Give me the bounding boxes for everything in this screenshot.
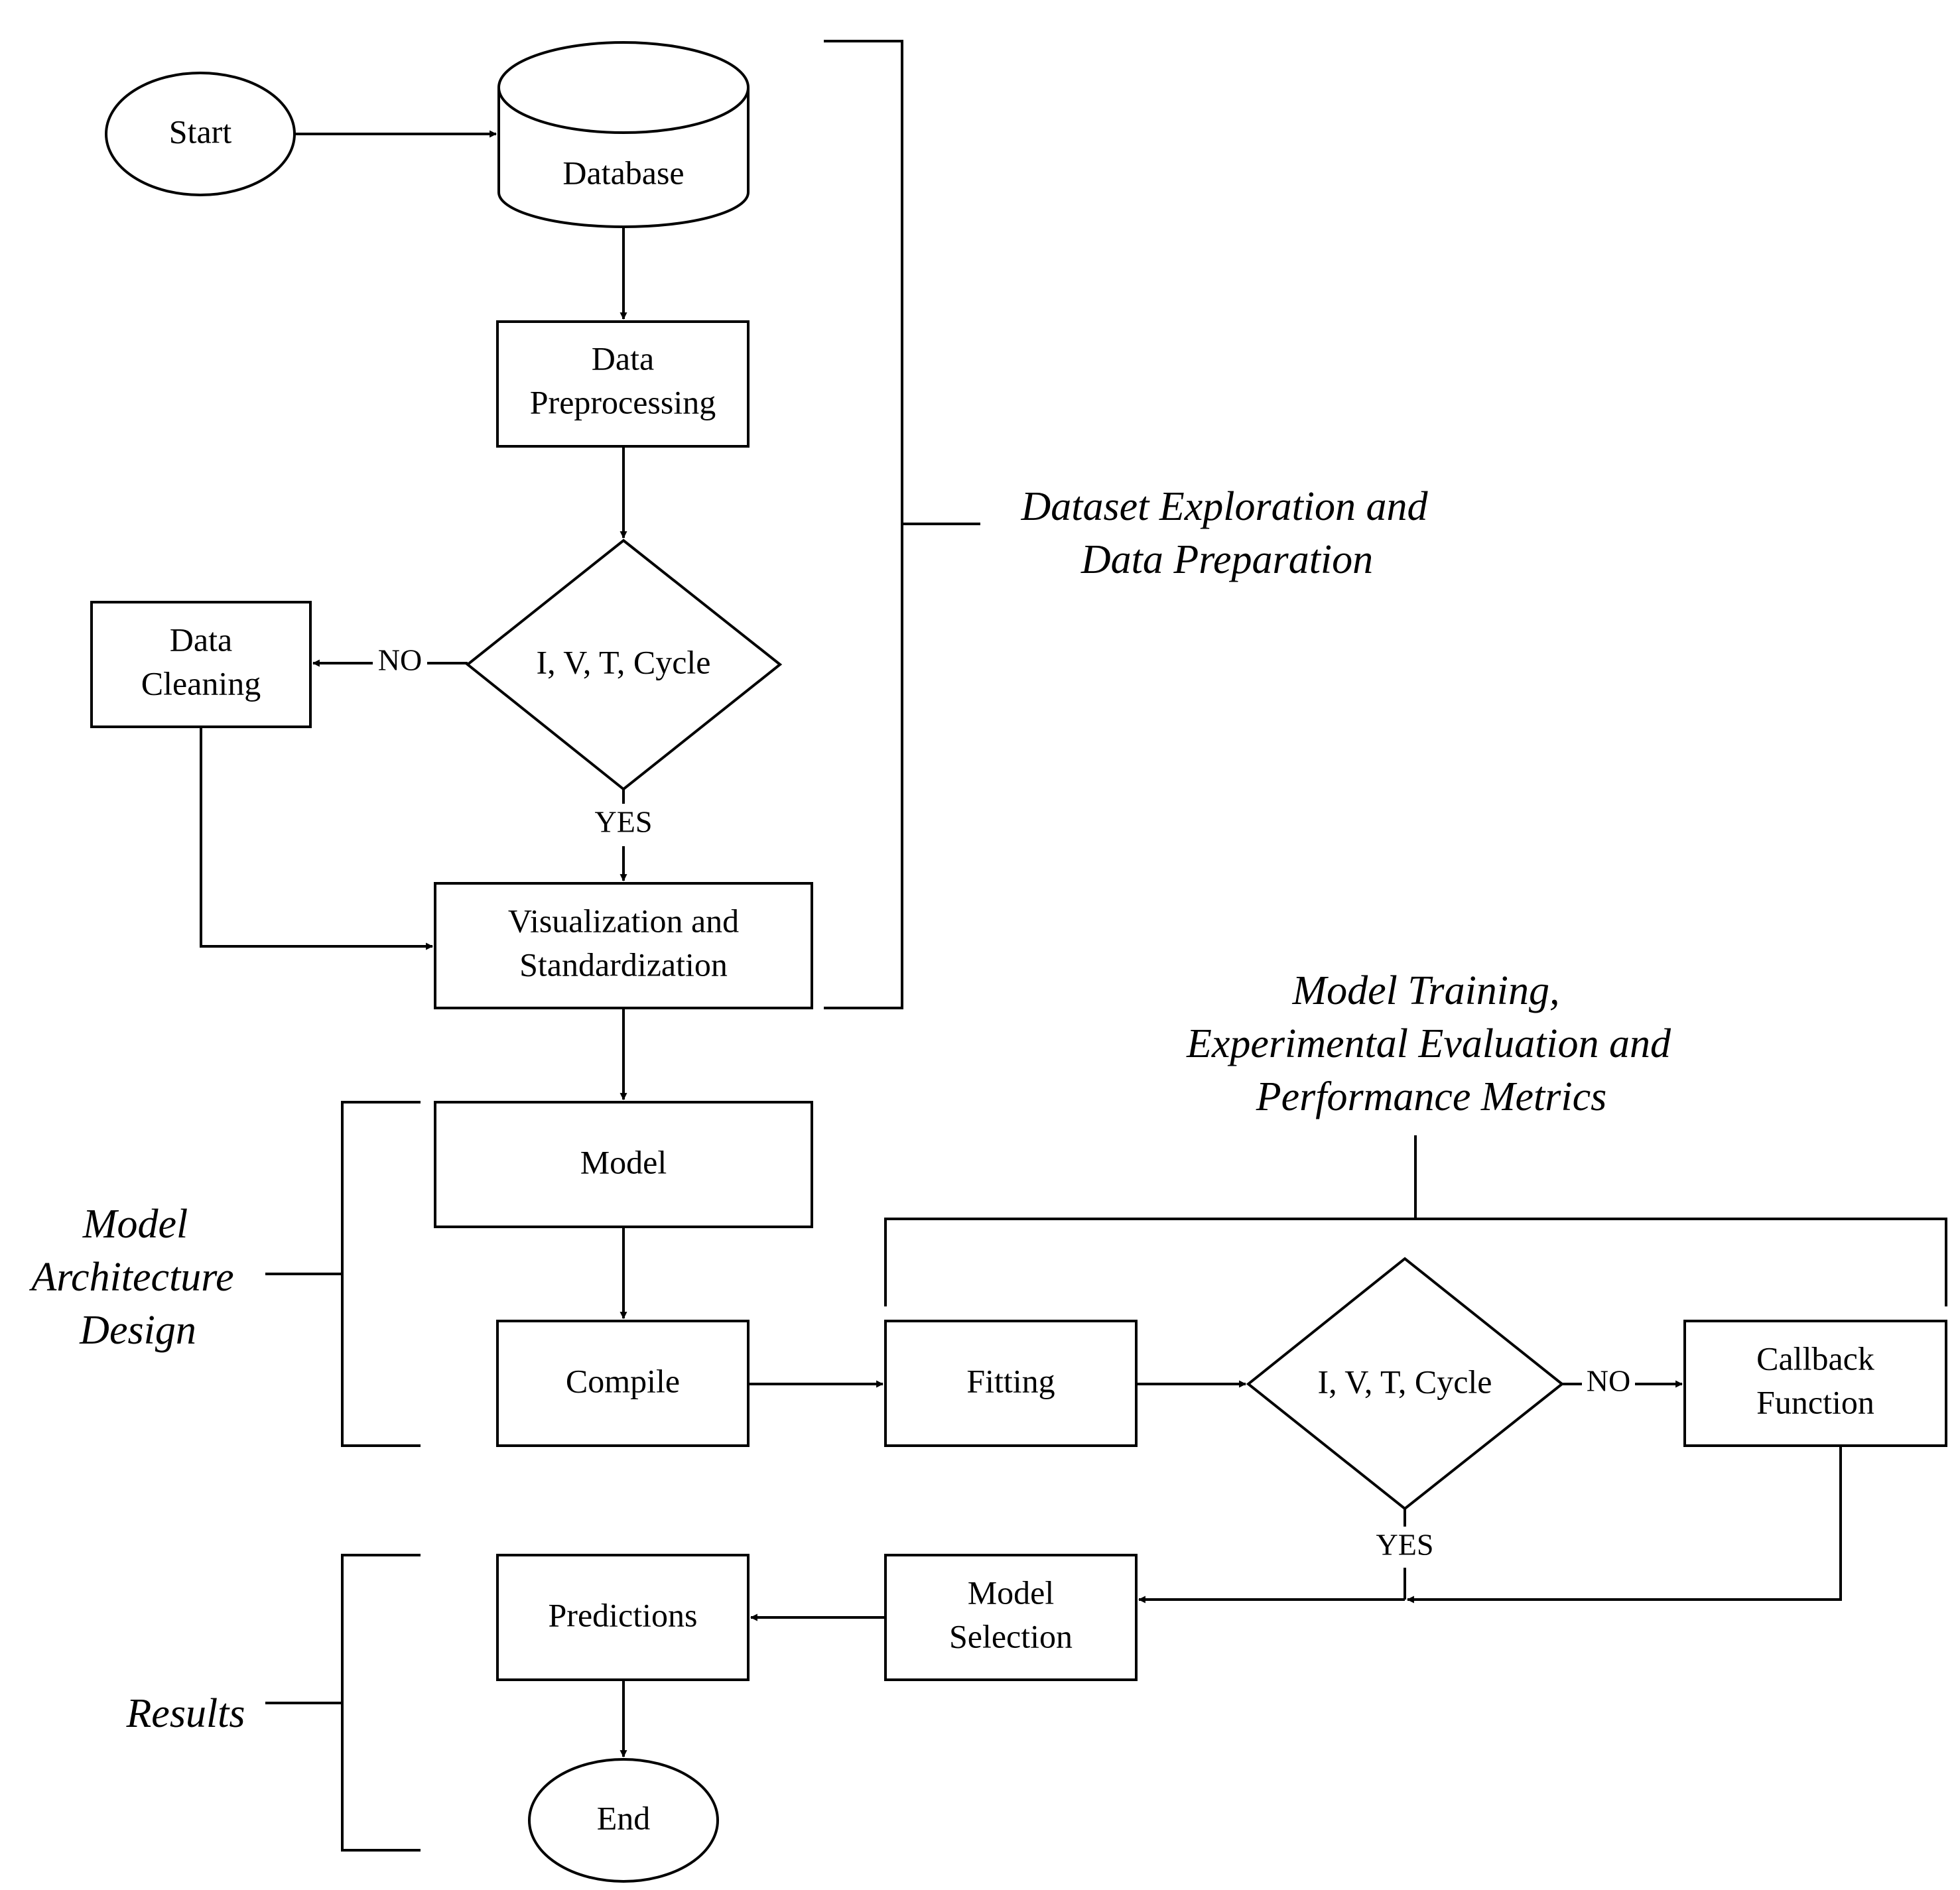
fitting-node: Fitting: [884, 1320, 1138, 1447]
end-node: End: [528, 1758, 719, 1883]
phase-label-architecture: Model Architecture Design: [29, 1202, 233, 1353]
decision-2-yes-label: YES: [1376, 1528, 1434, 1562]
phase-architecture-line1: Model: [82, 1202, 188, 1247]
visualization-node: Visualization and Standardization: [434, 882, 813, 1009]
phase-training-line2: Experimental Evaluation and: [1186, 1021, 1671, 1066]
data-cleaning-label-line1: Data: [170, 621, 232, 658]
data-preprocessing-node: Data Preprocessing: [496, 320, 750, 448]
phase-architecture-line3: Design: [79, 1308, 196, 1353]
phase-results-line1: Results: [125, 1691, 245, 1736]
model-selection-label-line2: Selection: [949, 1617, 1073, 1655]
data-cleaning-label-line2: Cleaning: [141, 664, 261, 702]
decision-1-node: I, V, T, Cycle: [465, 538, 783, 791]
callback-label-line1: Callback: [1756, 1340, 1874, 1377]
bracket-results: [341, 1554, 421, 1852]
data-cleaning-node: Data Cleaning: [90, 601, 312, 728]
decision-1-label: I, V, T, Cycle: [537, 643, 711, 680]
data-preprocessing-label-line2: Preprocessing: [530, 383, 716, 420]
database-node: Database: [497, 41, 750, 228]
phase-label-exploration: Dataset Exploration and Data Preparation: [1020, 484, 1428, 582]
end-label: End: [597, 1799, 651, 1836]
predictions-label: Predictions: [549, 1596, 698, 1633]
model-selection-node: Model Selection: [884, 1554, 1138, 1681]
model-node: Model: [434, 1101, 813, 1228]
callback-label-line2: Function: [1756, 1383, 1874, 1420]
start-label: Start: [169, 113, 232, 150]
phase-training-line1: Model Training,: [1291, 968, 1559, 1013]
arrow-data-cleaning-to-visualization: [200, 727, 434, 950]
model-label: Model: [580, 1143, 667, 1180]
compile-label: Compile: [566, 1362, 680, 1399]
decision-2-label: I, V, T, Cycle: [1318, 1363, 1492, 1400]
bracket-architecture: [341, 1101, 421, 1447]
phase-training-line3: Performance Metrics: [1256, 1074, 1607, 1119]
visualization-label-line2: Standardization: [519, 946, 728, 983]
fitting-label: Fitting: [966, 1362, 1055, 1399]
phase-label-training: Model Training, Experimental Evaluation …: [1186, 968, 1671, 1119]
decision-1-no-label: NO: [378, 643, 422, 677]
callback-node: Callback Function: [1683, 1320, 1947, 1447]
visualization-label-line1: Visualization and: [508, 902, 739, 939]
model-selection-label-line1: Model: [968, 1574, 1055, 1611]
phase-exploration-line1: Dataset Exploration and: [1020, 484, 1428, 529]
decision-2-no-label: NO: [1587, 1364, 1630, 1398]
database-label: Database: [562, 154, 684, 191]
compile-node: Compile: [496, 1320, 750, 1447]
bracket-exploration: [824, 40, 903, 1009]
data-preprocessing-label-line1: Data: [592, 340, 654, 377]
phase-architecture-line2: Architecture: [29, 1255, 233, 1300]
phase-label-results: Results: [125, 1691, 245, 1736]
start-node: Start: [105, 72, 296, 196]
decision-1-yes-label: YES: [595, 805, 653, 839]
predictions-node: Predictions: [496, 1554, 750, 1681]
arrow-callback-to-yes-line: [1406, 1446, 1842, 1604]
phase-exploration-line2: Data Preparation: [1080, 537, 1373, 582]
decision-2-node: I, V, T, Cycle: [1246, 1257, 1565, 1511]
